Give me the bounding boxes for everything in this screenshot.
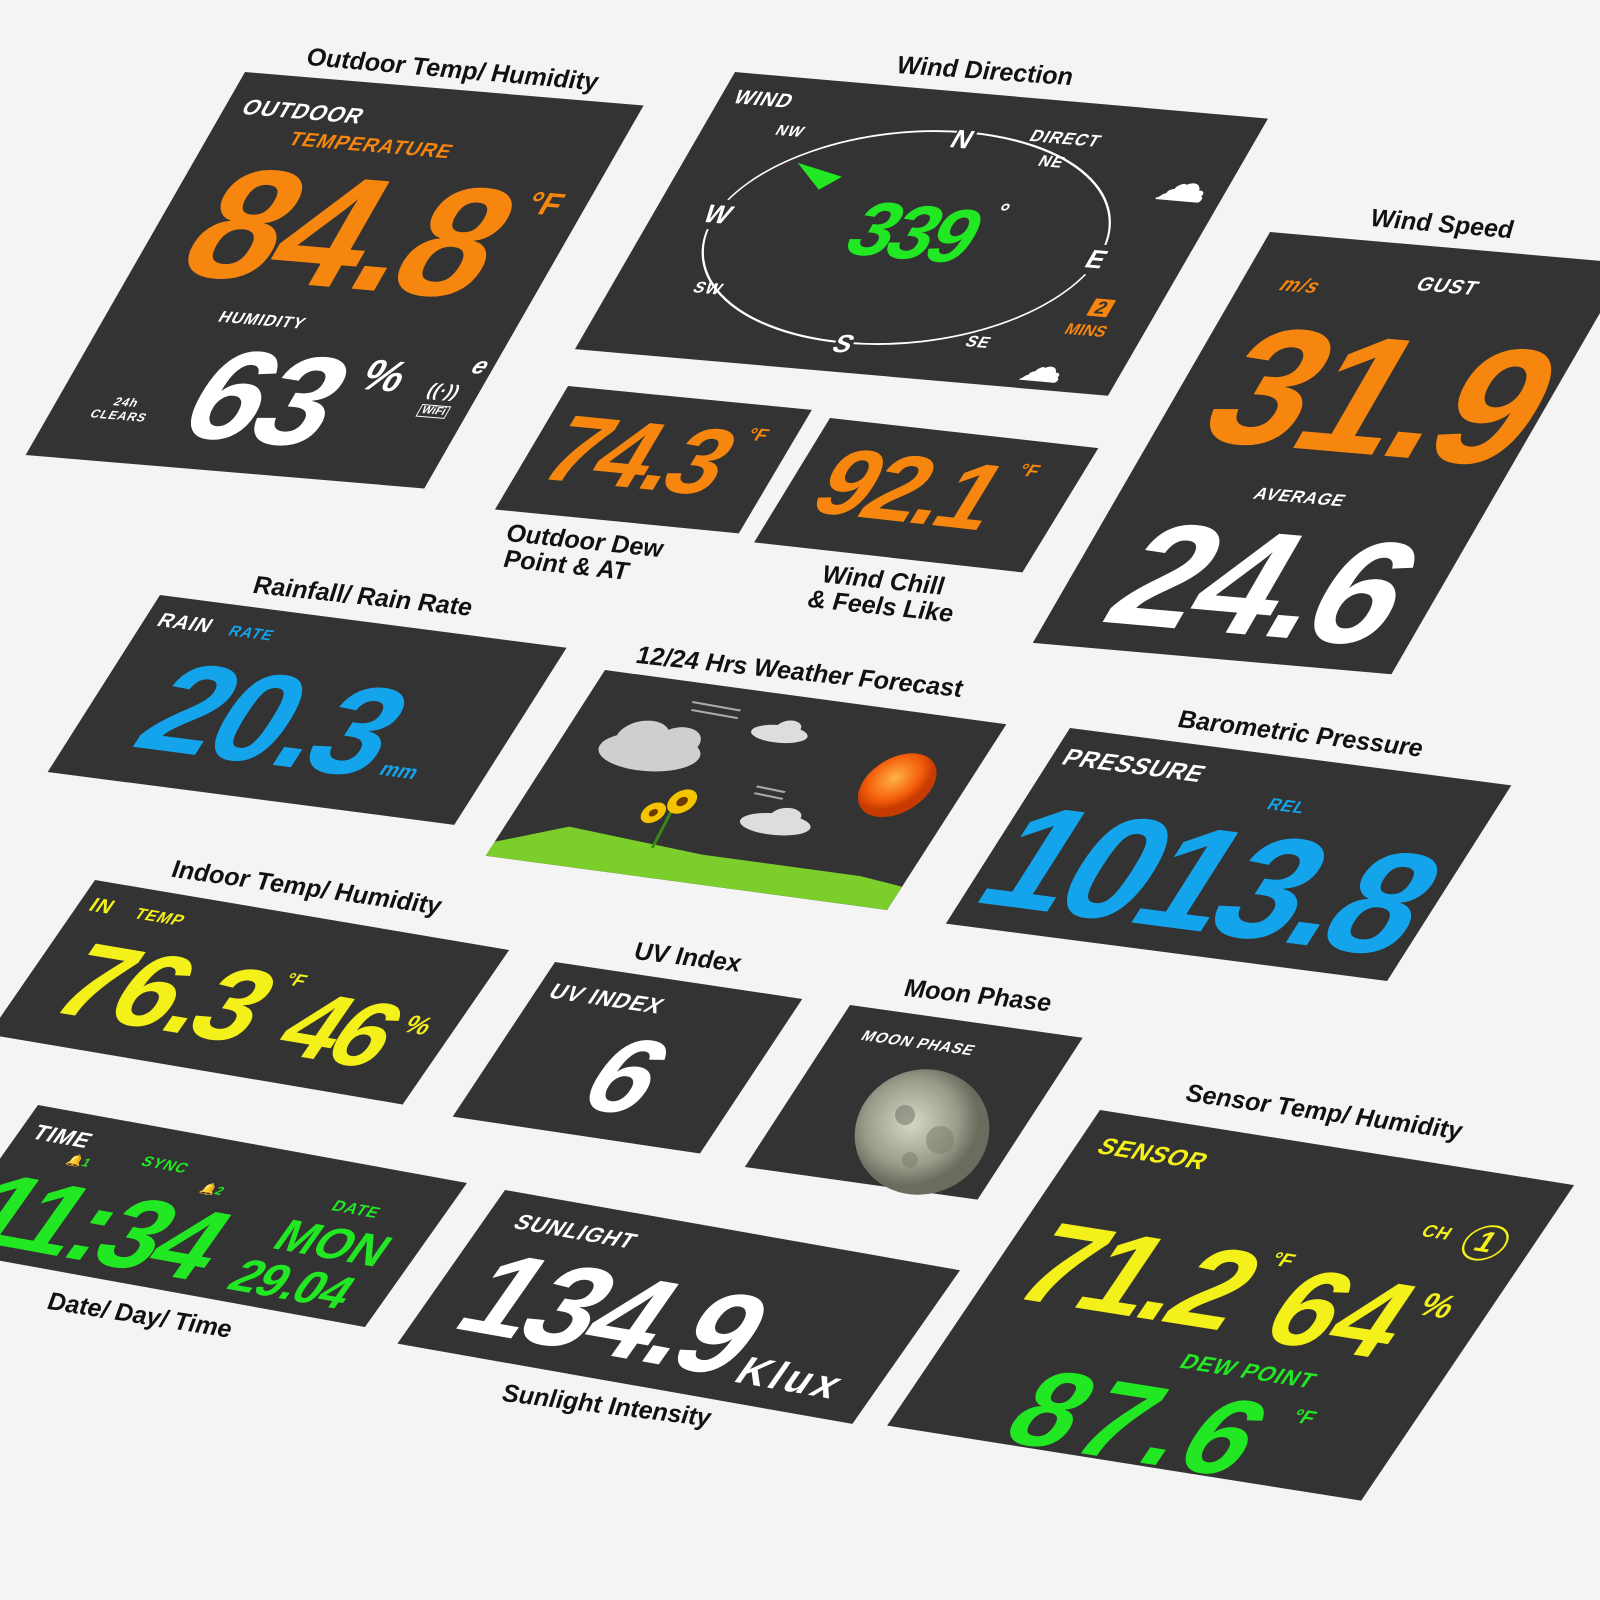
pressure-value: 1013.8	[949, 774, 1469, 981]
moon-phase-label: MOON PHASE	[857, 1027, 980, 1060]
outdoor-temperature-row: 84.8 °F	[152, 134, 580, 331]
temperature-unit: °F	[519, 184, 572, 223]
outdoor-humidity-row: 63 %	[157, 322, 422, 474]
uv-panel: UV INDEX 6	[452, 962, 803, 1154]
clears-label: 24h CLEARS	[87, 393, 158, 425]
indoor-humidity-value: 46	[256, 973, 422, 1088]
gust-value: 31.9	[1171, 292, 1591, 502]
e-icon: e	[466, 352, 495, 380]
sunny-partly-cloudy-icon	[485, 701, 937, 910]
mins-label: MINS	[1061, 321, 1111, 341]
caption-wind-direction: Wind Direction	[896, 51, 1074, 92]
sunlight-unit: Klux	[726, 1349, 856, 1408]
caption-uv: UV Index	[632, 937, 743, 978]
moon-icon	[854, 1069, 990, 1195]
sensor-humidity-value: 64	[1240, 1246, 1442, 1381]
gust-label: GUST	[1411, 273, 1484, 300]
outdoor-temperature-value: 84.8	[152, 134, 546, 331]
indoor-temp-unit: °F	[280, 969, 312, 991]
indoor-humidity-unit: %	[397, 1009, 440, 1041]
dew-point-unit: °F	[743, 424, 773, 446]
cloud-icon	[751, 720, 808, 744]
wind-chill-panel: 92.1 °F	[754, 418, 1099, 573]
ch-label: CH	[1417, 1220, 1458, 1244]
sensor-label: SENSOR	[1091, 1133, 1215, 1176]
wifi-icon: ((·))	[423, 379, 465, 402]
average-value: 24.6	[1079, 491, 1448, 675]
caption-wind-speed: Wind Speed	[1369, 204, 1515, 245]
caption-wind-chill: Wind Chill & Feels Like	[806, 560, 958, 628]
rain-row: 20.3 mm	[112, 636, 476, 803]
uv-label: UV INDEX	[543, 978, 670, 1019]
sensor-temp-value: 71.2	[990, 1199, 1284, 1354]
sunflower-icon	[640, 789, 698, 848]
rain-unit: mm	[374, 758, 424, 784]
wifi-label: WiFi	[415, 404, 452, 419]
humidity-unit: %	[351, 351, 418, 402]
outdoor-humidity-value: 63	[157, 322, 374, 474]
sync-label: SYNC	[137, 1153, 194, 1177]
grass	[485, 826, 903, 910]
outdoor-label: OUTDOOR	[237, 94, 370, 129]
wind-direction-panel: WIND DIRECT N NE NW E W SE SW S 339 ° 2 …	[575, 72, 1268, 396]
caption-moon: Moon Phase	[903, 974, 1053, 1018]
sun-icon	[857, 753, 937, 818]
in-label: IN	[84, 894, 120, 919]
caption-dew-point: Outdoor Dew Point & AT	[502, 519, 664, 589]
cloud-icon	[598, 720, 701, 772]
channel-value: 1	[1453, 1222, 1518, 1264]
sunlight-value: 134.9	[432, 1229, 794, 1400]
cloud-icon	[739, 807, 811, 836]
sensor-dew-unit: °F	[1286, 1406, 1321, 1430]
rain-panel: RAIN RATE 20.3 mm	[47, 595, 567, 825]
wind-chill-value: 92.1	[793, 429, 1025, 550]
dew-point-row: 74.3 °F	[522, 396, 776, 515]
indoor-temp-value: 76.3	[30, 921, 298, 1064]
sunlight-panel: SUNLIGHT 134.9 Klux	[397, 1190, 960, 1424]
sensor-temp-unit: °F	[1265, 1248, 1300, 1273]
time-label: TIME	[26, 1120, 99, 1153]
dew-point-panel: 74.3 °F	[494, 386, 812, 534]
time-value: 11:34	[0, 1153, 252, 1302]
dew-point-value: 74.3	[522, 396, 753, 515]
rain-label: RAIN	[152, 609, 219, 638]
wind-chill-unit: °F	[1014, 460, 1045, 481]
pressure-panel: PRESSURE REL 1013.8	[945, 728, 1512, 981]
uv-value: 6	[558, 1015, 691, 1137]
wind-arrow-icon	[797, 162, 842, 190]
indoor-row: 76.3 °F 46 %	[30, 921, 457, 1088]
wind-chill-row: 92.1 °F	[793, 429, 1047, 550]
forecast-panel	[485, 670, 1007, 910]
